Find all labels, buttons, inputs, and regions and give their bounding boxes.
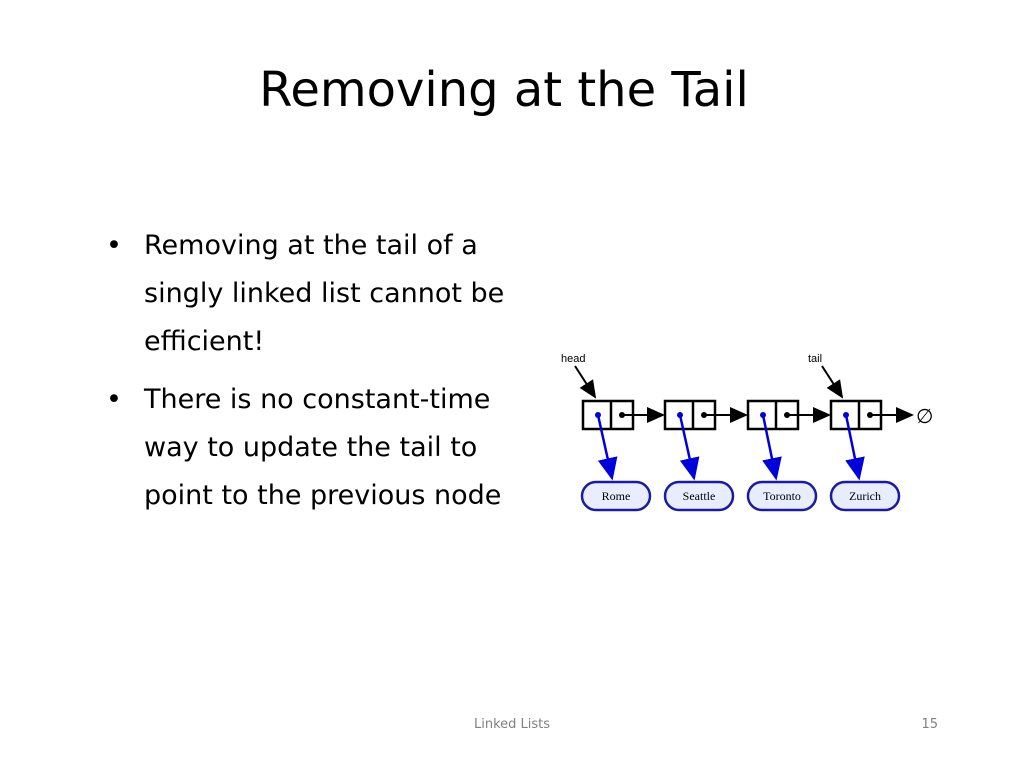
element-pointer-arrow bbox=[844, 414, 865, 481]
null-icon: ∅ bbox=[916, 404, 933, 428]
linked-list-diagram: head tail ∅ Rome bbox=[561, 353, 933, 512]
tail-pointer-arrow bbox=[821, 365, 844, 399]
element-label: Rome bbox=[602, 489, 631, 503]
element-pointer-arrow bbox=[678, 414, 700, 481]
bullet-list: Removing at the tail of a singly linked … bbox=[100, 222, 520, 530]
bullet-item: There is no constant-time way to update … bbox=[100, 376, 520, 520]
element-box: Seattle bbox=[663, 480, 735, 512]
bullet-item: Removing at the tail of a singly linked … bbox=[100, 222, 520, 366]
page-number: 15 bbox=[921, 717, 938, 732]
element-label: Seattle bbox=[683, 489, 716, 503]
element-label: Toronto bbox=[763, 489, 801, 503]
element-pointer-arrow bbox=[596, 414, 618, 481]
head-pointer-arrow bbox=[574, 365, 597, 399]
slide-title: Removing at the Tail bbox=[259, 62, 749, 118]
element-box: Rome bbox=[580, 480, 652, 512]
footer-title: Linked Lists bbox=[473, 717, 551, 732]
tail-label: tail bbox=[808, 353, 822, 365]
head-label: head bbox=[561, 353, 585, 365]
element-box: Zurich bbox=[829, 480, 901, 512]
element-pointer-arrow bbox=[761, 414, 782, 481]
element-label: Zurich bbox=[849, 489, 881, 503]
element-box: Toronto bbox=[746, 480, 818, 512]
